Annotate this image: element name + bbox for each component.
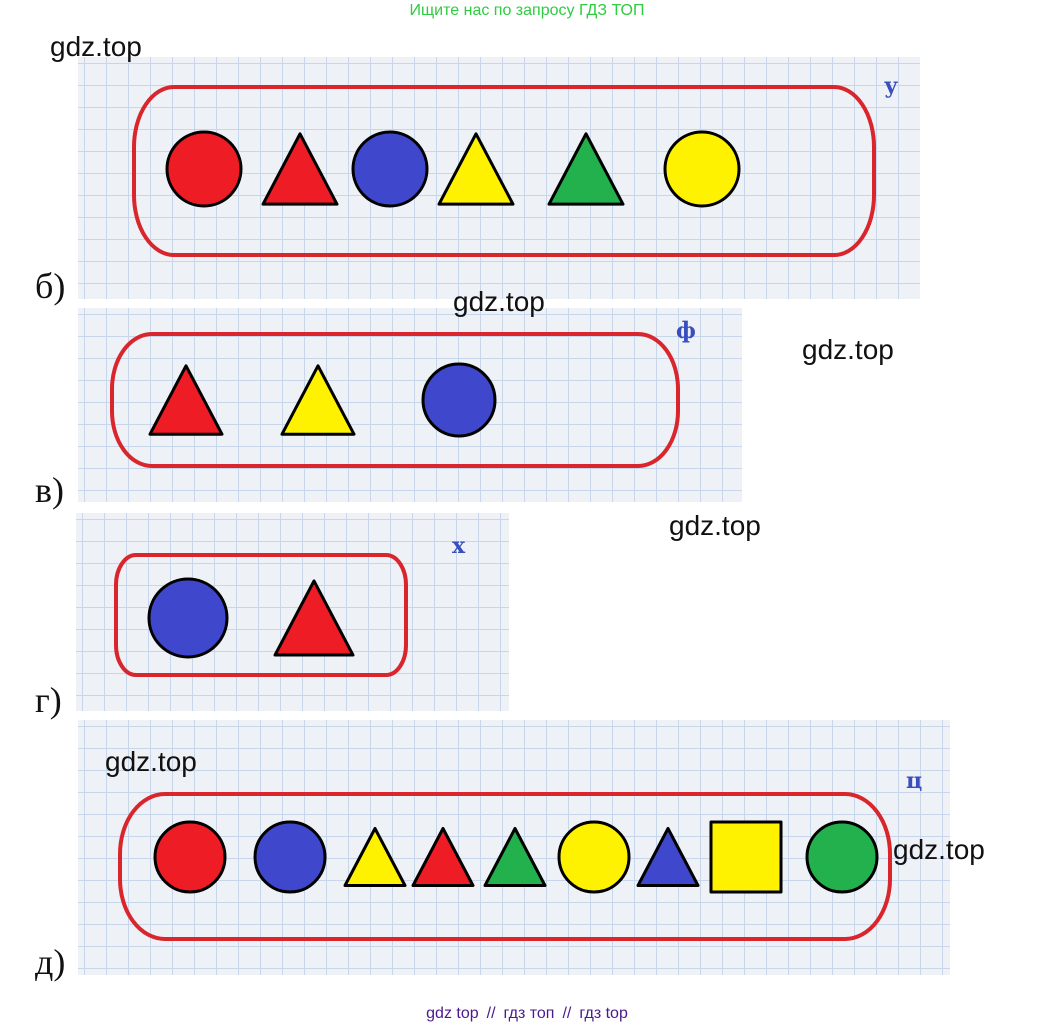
watermark: gdz.top <box>50 31 142 62</box>
footer-link-gdz-top-ru[interactable]: гдз топ <box>503 1005 555 1022</box>
red-triangle <box>148 364 224 436</box>
blue-triangle <box>636 827 700 887</box>
footer-link-gdz-top[interactable]: gdz top <box>426 1005 479 1022</box>
part-label-g: г) <box>35 680 62 720</box>
blue-circle <box>421 362 497 438</box>
panel-v: ф <box>78 308 742 502</box>
shapes-group <box>153 820 879 894</box>
blue-circle <box>147 577 229 659</box>
yellow-circle <box>557 820 631 894</box>
green-triangle <box>547 132 625 206</box>
yellow-square <box>709 820 783 894</box>
footer-separator: // <box>486 1005 496 1022</box>
set-frame <box>118 792 892 941</box>
blue-circle <box>253 820 327 894</box>
watermark: gdz.top <box>669 510 761 541</box>
red-circle <box>165 130 243 208</box>
green-circle <box>805 820 879 894</box>
footer-link-gdz-top-mixed[interactable]: гдз top <box>579 1005 628 1022</box>
panel-g: х <box>76 513 509 711</box>
panel-b-drawing <box>132 85 876 257</box>
footer-links: gdz top // гдз топ // гдз top <box>0 1005 1054 1023</box>
blue-circle <box>351 130 429 208</box>
yellow-triangle <box>280 364 356 436</box>
part-label-b: б) <box>35 266 66 306</box>
set-letter: ц <box>906 768 923 794</box>
red-triangle <box>261 132 339 206</box>
watermark: gdz.top <box>893 834 985 865</box>
yellow-triangle <box>343 827 407 887</box>
panel-g-drawing <box>114 553 408 677</box>
part-label-d: д) <box>35 942 66 982</box>
set-letter: х <box>452 533 466 559</box>
set-frame <box>110 332 680 468</box>
red-triangle <box>273 579 355 657</box>
set-frame <box>114 553 408 677</box>
yellow-circle <box>663 130 741 208</box>
red-circle <box>153 820 227 894</box>
panel-d: ц <box>78 720 950 975</box>
shapes-group <box>148 362 497 438</box>
shapes-group <box>147 577 355 659</box>
yellow-triangle <box>437 132 515 206</box>
green-triangle <box>483 827 547 887</box>
set-letter: у <box>884 73 899 99</box>
watermark: gdz.top <box>453 286 545 317</box>
set-frame <box>132 85 876 257</box>
footer-separator: // <box>562 1005 572 1022</box>
part-label-v: в) <box>35 470 64 510</box>
top-banner: Ищите нас по запросу ГДЗ ТОП <box>409 2 645 19</box>
shapes-group <box>165 130 741 208</box>
watermark: gdz.top <box>105 746 197 777</box>
set-letter: ф <box>676 318 696 344</box>
panel-v-drawing <box>110 332 680 468</box>
panel-b: у <box>78 57 920 299</box>
watermark: gdz.top <box>802 334 894 365</box>
panel-d-drawing <box>118 792 892 941</box>
red-triangle <box>411 827 475 887</box>
